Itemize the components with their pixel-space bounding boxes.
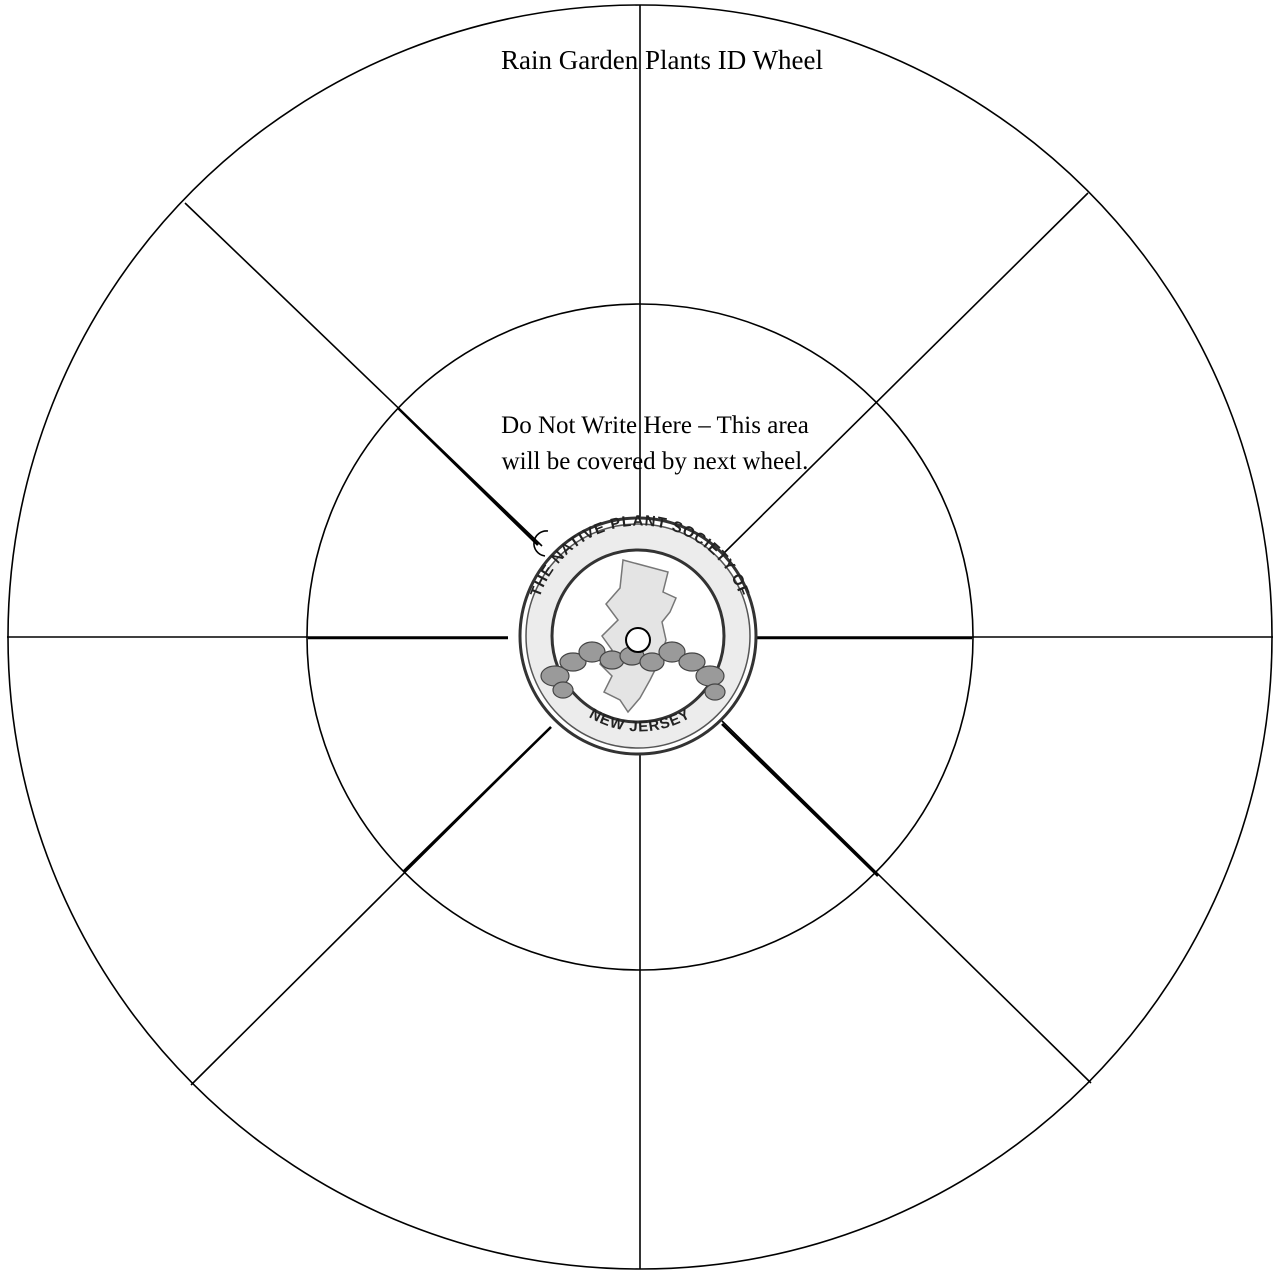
center-hole[interactable] [626,628,650,652]
inner-note-line-2: will be covered by next wheel. [502,448,809,475]
divider-northeast [722,193,1088,555]
divider-northwest [185,203,542,546]
inner-segment-southwest [404,727,551,871]
native-plant-society-seal: THE NATIVE PLANT SOCIETY OF NEW JERSEY [520,512,756,754]
inner-segment-southeast [722,724,878,876]
wheel-title: Rain Garden Plants ID Wheel [501,45,823,75]
divider-southeast [722,721,1091,1083]
inner-note-line-1: Do Not Write Here – This area [501,412,809,439]
